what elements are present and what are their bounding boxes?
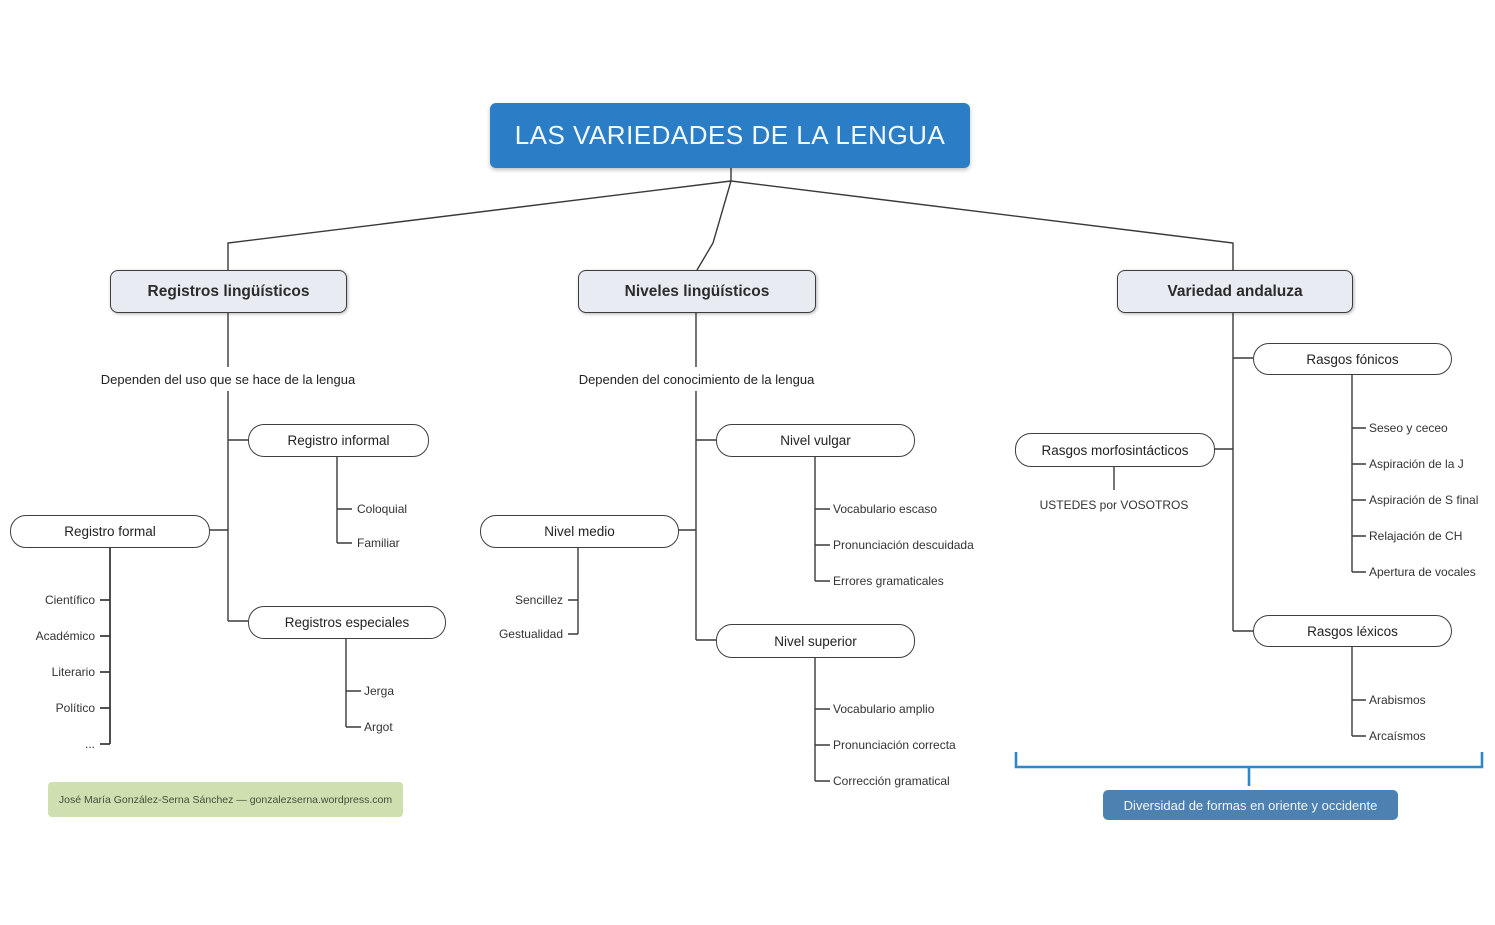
leaf-politico: Político [55,701,95,715]
node-nivel-medio: Nivel medio [480,515,679,548]
node-nivel-superior: Nivel superior [716,624,915,658]
node-registros-especiales: Registros especiales [248,606,446,639]
leaf-pronunciacion-correcta: Pronunciación correcta [833,738,956,752]
bracket [1014,752,1484,786]
leaf-cientifico: Científico [44,593,95,607]
leaf-familiar: Familiar [357,536,400,550]
leaf-ustedes-por-vosotros: USTEDES por VOSOTROS [1039,498,1189,512]
leaf-relajacion-de-ch: Relajación de CH [1369,529,1463,543]
leaf-arcaismos: Arcaísmos [1369,729,1426,743]
leaf-vocabulario-escaso: Vocabulario escaso [833,502,938,516]
node-nivel-vulgar: Nivel vulgar [716,424,915,457]
leaf-correccion-gramatical: Corrección gramatical [833,774,950,788]
diagram-title: LAS VARIEDADES DE LA LENGUA [490,103,970,168]
leaf-vocabulario-amplio: Vocabulario amplio [833,702,935,716]
node-registro-informal: Registro informal [248,424,429,457]
leaf-aspiracion-de-s-final: Aspiración de S final [1369,493,1479,507]
leaf-aspiracion-de-la-j: Aspiración de la J [1369,457,1464,471]
node-rasgos-morfosintacticos: Rasgos morfosintácticos [1015,433,1215,467]
header-variedad-andaluza: Variedad andaluza [1117,270,1353,313]
banner-diversidad: Diversidad de formas en oriente y occide… [1103,790,1398,820]
node-rasgos-fonicos: Rasgos fónicos [1253,343,1452,375]
leaf-arabismos: Arabismos [1369,693,1426,707]
leaf-etc: ... [84,737,95,751]
leaf-sencillez: Sencillez [514,593,563,607]
leaf-academico: Académico [35,629,95,643]
header-niveles-linguisticos: Niveles lingüísticos [578,270,816,313]
note-registros: Dependen del uso que se hace de la lengu… [100,372,356,387]
credit-footer: José María González-Serna Sánchez — gonz… [48,782,403,817]
leaf-pronunciacion-descuidada: Pronunciación descuidada [833,538,974,552]
header-registros-linguisticos: Registros lingüísticos [110,270,347,313]
leaf-seseo-y-ceceo: Seseo y ceceo [1369,421,1448,435]
leaf-argot: Argot [364,720,393,734]
leaf-jerga: Jerga [364,684,395,698]
leaf-literario: Literario [51,665,95,679]
note-niveles: Dependen del conocimiento de la lengua [578,372,815,387]
leaf-coloquial: Coloquial [357,502,408,516]
leaf-gestualidad: Gestualidad [498,627,563,641]
node-registro-formal: Registro formal [10,515,210,548]
node-rasgos-lexicos: Rasgos léxicos [1253,615,1452,647]
leaf-apertura-de-vocales: Apertura de vocales [1369,565,1476,579]
leaf-errores-gramaticales: Errores gramaticales [833,574,944,588]
